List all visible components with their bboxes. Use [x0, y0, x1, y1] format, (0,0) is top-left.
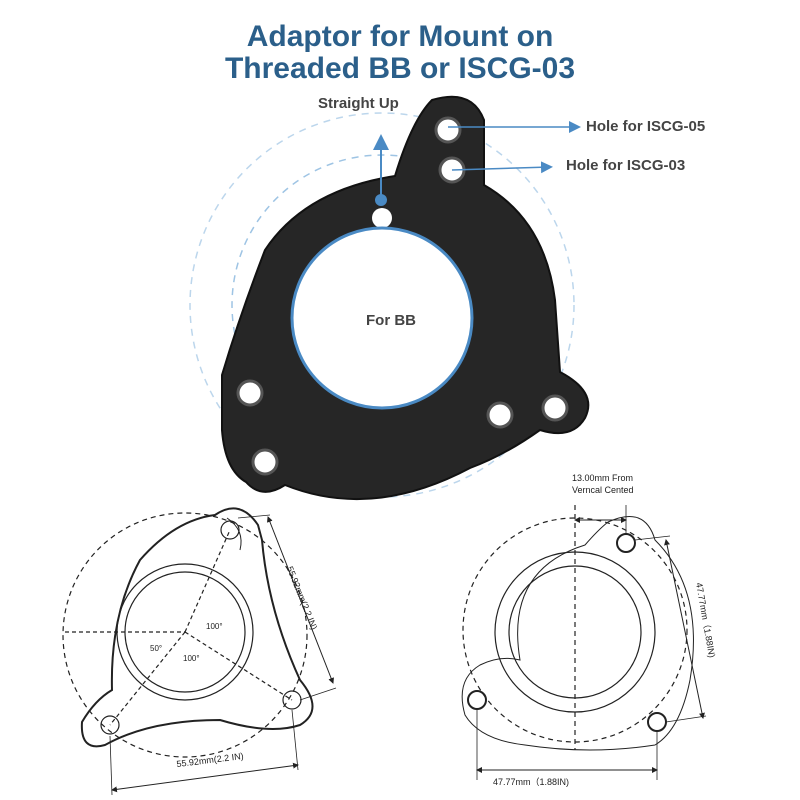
mount-hole-left: [236, 379, 264, 407]
iscg03-arrow: [451, 161, 553, 174]
mount-hole-bottom-right: [486, 401, 514, 429]
angle-bottom-label: 100°: [183, 654, 200, 663]
note-line-1: 13.00mm From: [572, 473, 634, 483]
bb-label: For BB: [366, 312, 416, 329]
straight-up-label: Straight Up: [318, 95, 399, 112]
iscg05-label: Hole for ISCG-05: [586, 118, 706, 135]
hole-iscg05: [434, 116, 462, 144]
angle-left-label: 50°: [150, 644, 163, 653]
alignment-notch: [372, 208, 392, 228]
right-dim-bottom-label: 47.77mm（1.88IN): [493, 777, 570, 787]
title-line-2: Threaded BB or ISCG-03: [224, 52, 576, 85]
title-line-1: Adaptor for Mount on: [246, 20, 554, 53]
angle-top-label: 100°: [206, 622, 223, 631]
iscg03-label: Hole for ISCG-03: [566, 157, 686, 174]
mount-hole-bottom-left: [251, 448, 279, 476]
mount-hole-right: [541, 394, 569, 422]
left-technical-drawing: [62, 507, 337, 796]
right-technical-drawing: [461, 505, 707, 780]
straight-up-dot: [375, 194, 387, 206]
bb-bore: [290, 226, 474, 410]
note-line-2: Verncal Cented: [572, 485, 634, 495]
